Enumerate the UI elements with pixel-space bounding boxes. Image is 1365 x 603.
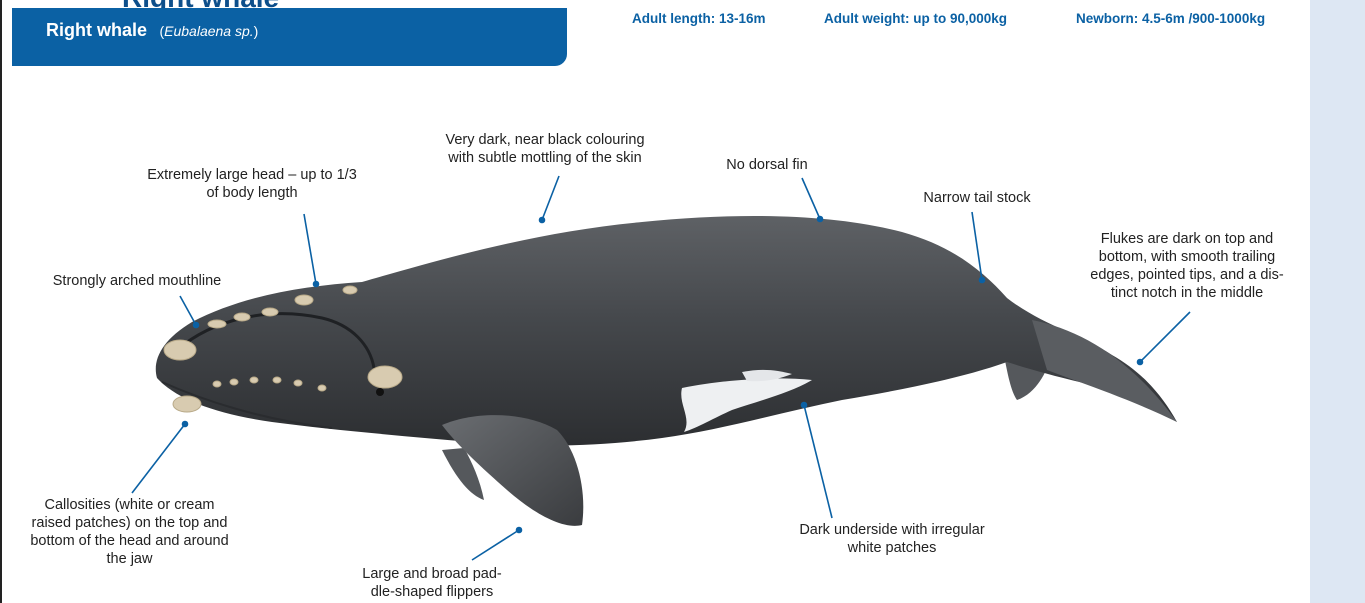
- annotation-flippers: Large and broad pad- dle-shaped flippers: [337, 565, 527, 601]
- annotation-underside: Dark underside with irregular white patc…: [772, 521, 1012, 557]
- infographic-sheet: Right whale Right whale (Eubalaena sp.) …: [0, 0, 1310, 603]
- annotation-tail-stock: Narrow tail stock: [897, 189, 1057, 207]
- annotation-callosities: Callosities (white or cream raised patch…: [7, 496, 252, 568]
- whale-eye: [376, 388, 384, 396]
- annotation-colouring: Very dark, near black colouring with sub…: [395, 131, 695, 167]
- whale-body: [156, 216, 1177, 445]
- upper-fluke: [1032, 320, 1177, 422]
- annotation-flukes: Flukes are dark on top and bottom, with …: [1062, 230, 1310, 302]
- annotation-no-dorsal-fin: No dorsal fin: [692, 156, 842, 174]
- annotation-mouthline: Strongly arched mouthline: [22, 272, 252, 290]
- annotation-large-head: Extremely large head – up to 1/3 of body…: [122, 166, 382, 202]
